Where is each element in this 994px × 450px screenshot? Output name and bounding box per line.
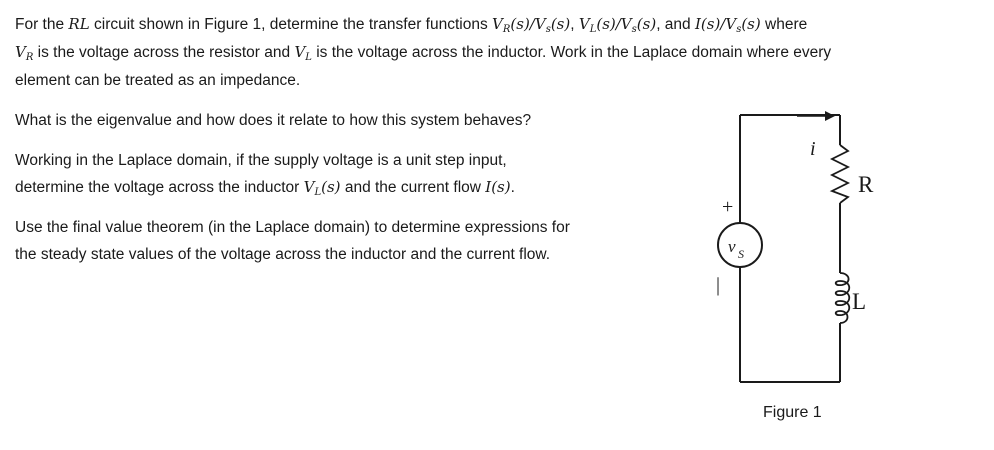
question-final-value-line-2: the steady state values of the voltage a… (15, 246, 551, 263)
intro-text: circuit shown in Figure 1, determine the… (89, 16, 493, 33)
math-vl: VL (294, 43, 312, 63)
math-rl: RL (68, 15, 90, 33)
intro-text: For the (15, 16, 69, 33)
intro-text: is the voltage across the inductor. Work… (311, 44, 832, 61)
source-minus-sign: | (716, 274, 720, 296)
math-vl-over-vs: VL(s)/Vs(s) (578, 15, 657, 35)
q2-text: and the current flow (340, 179, 486, 196)
rl-circuit-diagram: i R L + v S | (716, 111, 874, 383)
current-label: i (810, 138, 816, 160)
source-label: v (728, 237, 736, 256)
q2-text: . (510, 179, 515, 196)
math-vr-over-vs: VR(s)/Vs(s) (492, 15, 571, 35)
q2-text: determine the voltage across the inducto… (15, 179, 304, 196)
intro-line-3: element can be treated as an impedance. (15, 72, 301, 89)
math-vl-s: VL(s) (303, 178, 341, 198)
math-i-over-vs: I(s)/Vs(s) (694, 15, 761, 35)
question-step-line-2: determine the voltage across the inducto… (15, 175, 515, 205)
intro-text: is the voltage across the resistor and (33, 44, 295, 61)
source-plus-sign: + (722, 196, 733, 218)
question-step-line-1: Working in the Laplace domain, if the su… (15, 152, 507, 169)
math-vr: VR (15, 43, 34, 63)
inductor-symbol (834, 272, 851, 324)
intro-line-2: VR is the voltage across the resistor an… (15, 40, 831, 70)
source-subscript: S (738, 247, 744, 261)
inductor-label: L (852, 289, 866, 314)
intro-line-1: For the RL circuit shown in Figure 1, de… (15, 15, 808, 35)
intro-text: where (760, 16, 808, 33)
resistor-symbol (829, 144, 851, 204)
current-arrowhead-icon (825, 111, 835, 121)
voltage-source-symbol (717, 222, 763, 268)
question-eigenvalue: What is the eigenvalue and how does it r… (15, 112, 532, 129)
figure-caption: Figure 1 (763, 404, 822, 421)
question-final-value-line-1: Use the final value theorem (in the Lapl… (15, 219, 570, 236)
resistor-label: R (858, 172, 874, 197)
math-i-s: I(s) (485, 178, 511, 196)
